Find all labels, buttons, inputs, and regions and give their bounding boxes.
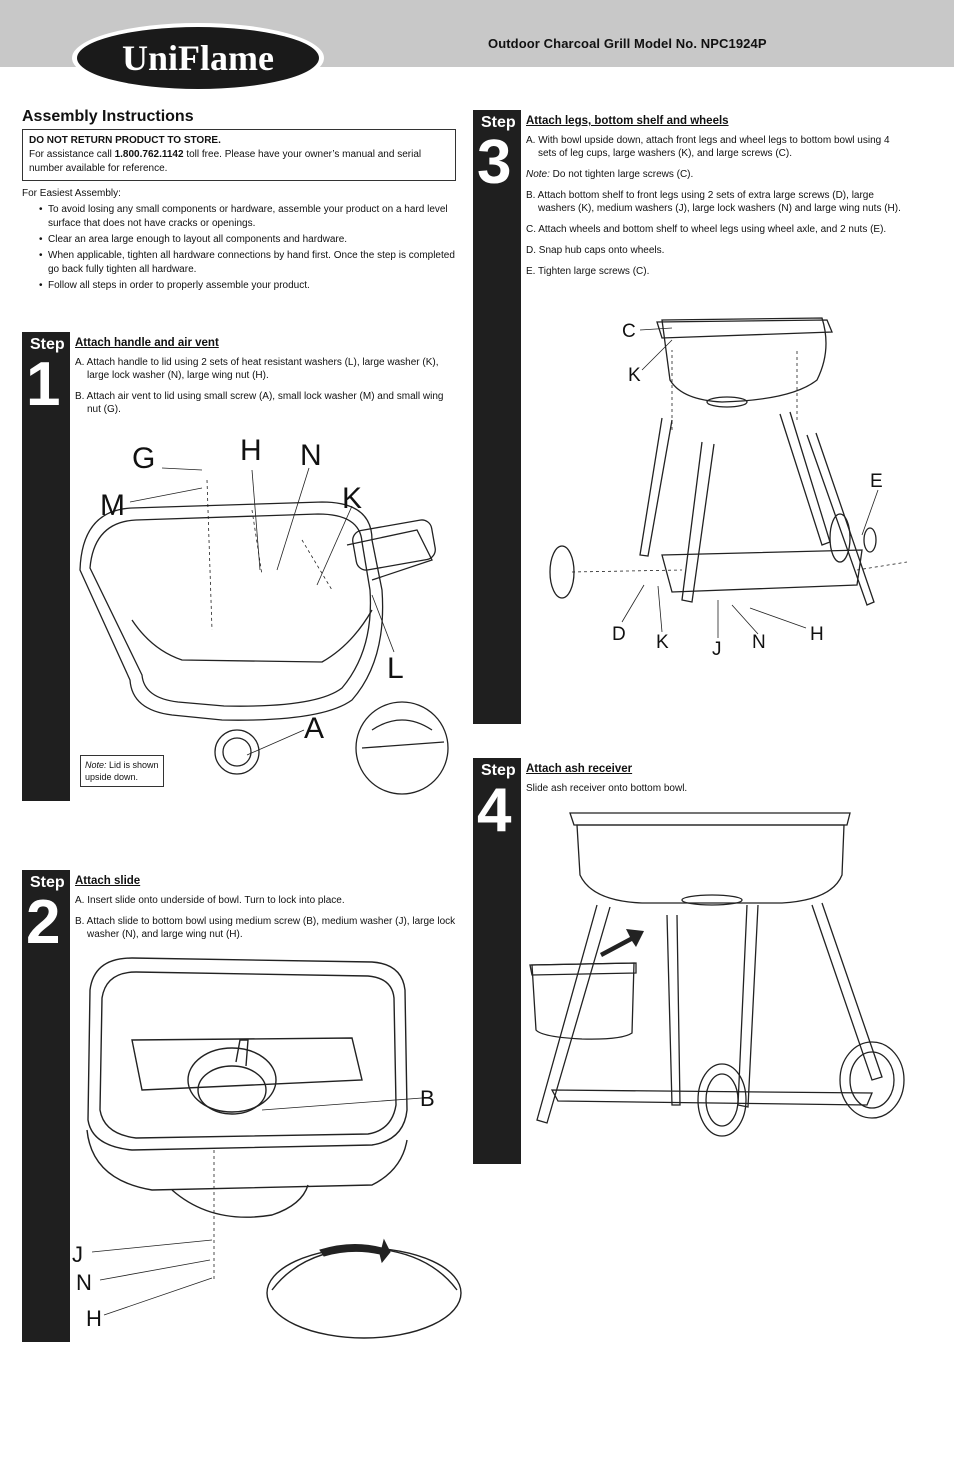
step-2-bar: Step 2 [22,870,70,1342]
callout-h: H [240,434,262,467]
callout-a: A [304,712,324,745]
callout-n: N [752,632,766,653]
callout-h: H [810,624,824,645]
step-2-diagram: B J N H [72,957,462,1339]
step-label: Step [481,762,516,779]
notice-post: toll free. Please have your owner’s manu… [29,149,422,174]
step-item: A. Attach handle to lid using 2 sets of … [75,357,439,381]
step-1-text: Attach handle and air vent A. Attach han… [75,337,460,424]
note-label: Note: [526,169,550,180]
list-item: To avoid losing any small components or … [39,203,462,231]
phone-number: 1.800.762.1142 [114,149,184,160]
easiest-assembly: For Easiest Assembly: To avoid losing an… [22,187,462,295]
step-1-note: Note: Lid is shown upside down. [80,755,164,787]
callout-c: C [622,321,636,342]
notice-pre: For assistance call [29,149,115,160]
assembly-title: Assembly Instructions [22,108,194,125]
step-number: 1 [26,350,61,419]
callout-h: H [86,1306,102,1331]
step-label: Step [30,874,65,891]
step-4-diagram [529,812,905,1137]
step-1-bar: Step 1 [22,332,70,801]
step-3-text: Attach legs, bottom shelf and wheels A. … [526,115,906,286]
step-item: C. Attach wheels and bottom shelf to whe… [526,224,887,235]
callout-k: K [628,365,641,386]
step-item: B. Attach air vent to lid using small sc… [75,391,444,415]
step-3-diagram: C K E D K J N H [549,317,908,660]
note-label: Note: [85,760,107,770]
callout-g: G [132,442,155,475]
notice-title: DO NOT RETURN PRODUCT TO STORE. [29,135,221,146]
step-item: D. Snap hub caps onto wheels. [526,245,665,256]
step-number: 3 [477,128,512,197]
list-item: When applicable, tighten all hardware co… [39,249,462,277]
callout-j: J [712,639,722,660]
callout-j: J [72,1242,83,1267]
step-label: Step [481,114,516,131]
step-item: A. Insert slide onto underside of bowl. … [75,895,345,906]
step-title: Attach legs, bottom shelf and wheels [526,115,729,127]
callout-d: D [612,624,626,645]
step-item: E. Tighten large screws (C). [526,266,650,277]
list-item: Clear an area large enough to layout all… [39,233,462,247]
step-item: B. Attach bottom shelf to front legs usi… [526,190,901,214]
step-label: Step [30,336,65,353]
notice-text: For assistance call 1.800.762.1142 toll … [29,148,449,176]
uniflame-logo: UniFlame [72,23,324,93]
callout-b: B [420,1086,435,1111]
step-item: B. Attach slide to bottom bowl using med… [75,916,456,940]
callout-n: N [300,439,322,472]
step-title: Attach handle and air vent [75,337,219,349]
step-note: Note: Do not tighten large screws (C). [526,168,906,181]
callout-n: N [76,1270,92,1295]
callout-k2: K [656,632,669,653]
callout-k: K [342,482,362,515]
step-number: 4 [477,776,512,845]
tips-list: To avoid losing any small components or … [22,203,462,293]
brand-text: UniFlame [122,38,274,78]
step-title: Attach ash receiver [526,763,633,775]
callout-m: M [100,489,125,522]
step-number: 2 [26,888,61,957]
step-item: A. With bowl upside down, attach front l… [526,135,890,159]
model-title: Outdoor Charcoal Grill Model No. NPC1924… [488,36,767,51]
step-1-diagram: G H N M K L A [79,434,449,795]
note-text: Lid is shown upside down. [85,760,159,782]
step-2-text: Attach slide A. Insert slide onto unders… [75,875,460,949]
notice-box: DO NOT RETURN PRODUCT TO STORE. For assi… [22,129,456,181]
step-4-bar: Step 4 [473,758,521,1164]
note-text: Do not tighten large screws (C). [549,169,694,180]
list-item: Follow all steps in order to properly as… [39,279,462,293]
step-title: Attach slide [75,875,141,887]
easiest-heading: For Easiest Assembly: [22,188,121,199]
step-3-bar: Step 3 [473,110,521,724]
step-item: Slide ash receiver onto bottom bowl. [526,783,688,794]
callout-e: E [870,471,883,492]
step-4-text: Attach ash receiver Slide ash receiver o… [526,763,906,803]
callout-l: L [387,652,404,685]
